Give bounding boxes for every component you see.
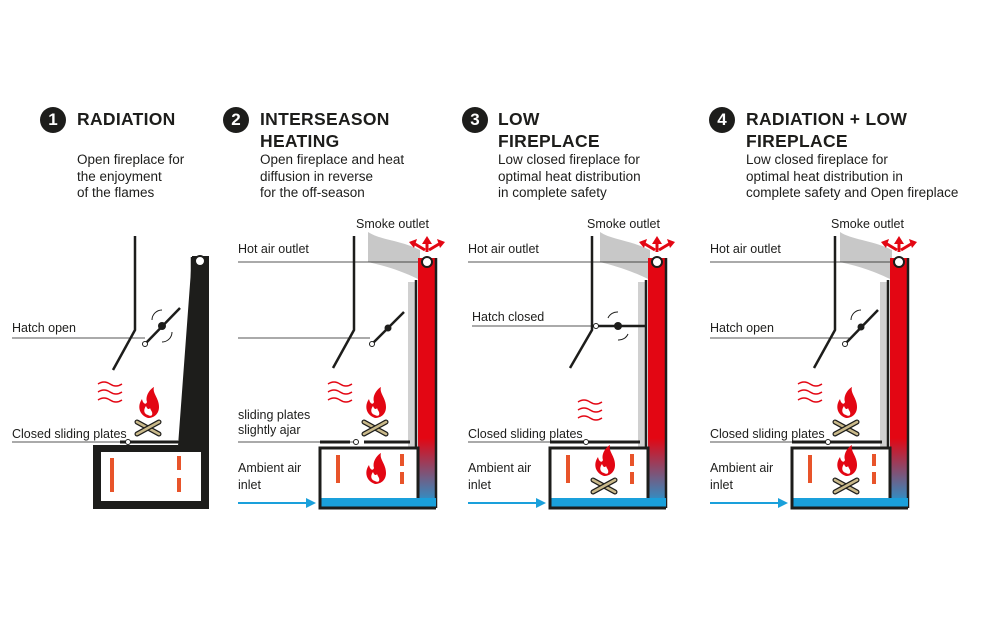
panel-radiation: 1 RADIATION Open fireplace for the enjoy… — [0, 0, 230, 628]
diagram-radiation-low-fireplace — [710, 232, 919, 510]
diagram-low-fireplace — [468, 232, 677, 510]
panel-description: Open fireplace for the enjoyment of the … — [77, 152, 184, 202]
label-closed-sliding-plates: Closed sliding plates — [12, 427, 127, 441]
diagram-interseason-heating — [238, 232, 447, 510]
panel-title: RADIATION — [77, 108, 176, 130]
label-hatch-open: Hatch open — [12, 321, 76, 335]
step-number-badge: 1 — [40, 107, 66, 133]
description-line: of the flames — [77, 185, 155, 200]
diagram-radiation — [12, 236, 209, 509]
description-line: the enjoyment — [77, 168, 162, 184]
panel-title-line: RADIATION — [77, 109, 176, 129]
description-line: Open fireplace for — [77, 152, 185, 167]
